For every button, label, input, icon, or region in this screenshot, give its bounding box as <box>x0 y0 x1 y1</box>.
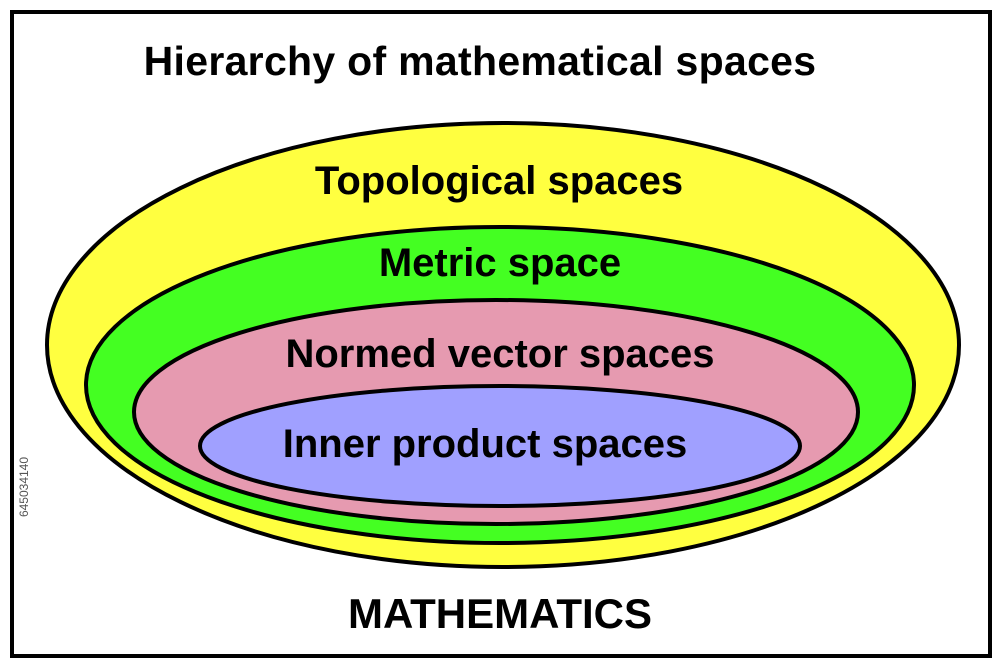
diagram-title: Hierarchy of mathematical spaces <box>143 38 817 84</box>
normed-vector-spaces-label: Normed vector spaces <box>285 332 714 376</box>
side-identifier: 645034140 <box>17 456 31 518</box>
inner-product-spaces-label: Inner product spaces <box>283 422 688 466</box>
footer-label: MATHEMATICS <box>347 590 653 637</box>
metric-space-label: Metric space <box>379 241 621 285</box>
topological-spaces-label: Topological spaces <box>315 159 683 203</box>
inner-product-spaces-set <box>198 384 802 508</box>
